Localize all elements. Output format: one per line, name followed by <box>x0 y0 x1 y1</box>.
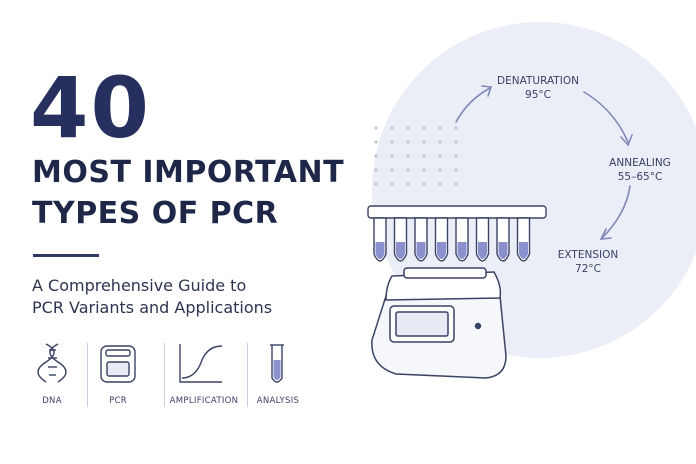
grid-dot <box>438 154 442 158</box>
icon-label-pcr: PCR <box>109 396 127 406</box>
cycle-step-denaturation: DENATURATION 95°C <box>494 74 582 102</box>
thermal-cycler-icon <box>100 345 136 383</box>
annealing-temp: 55–65°C <box>617 171 663 184</box>
grid-dot <box>422 140 426 144</box>
tube-strip-cap-bar <box>367 205 547 219</box>
headline-line-1: MOST IMPORTANT <box>32 155 345 190</box>
icon-label-analysis: ANALYSIS <box>256 396 300 406</box>
annealing-label: ANNEALING <box>609 157 671 169</box>
grid-dot <box>438 140 442 144</box>
icon-item-dna: DNA <box>22 340 82 410</box>
cycler-button <box>474 322 482 330</box>
grid-dot <box>454 126 458 130</box>
headline-line-2: TYPES OF PCR <box>32 196 279 231</box>
subtitle-line-1: A Comprehensive Guide to <box>32 276 247 295</box>
pcr-tube <box>414 217 428 262</box>
grid-dot <box>438 168 442 172</box>
grid-dot <box>422 154 426 158</box>
icon-item-pcr: PCR <box>88 340 148 410</box>
cycle-step-annealing: ANNEALING 55–65°C <box>600 156 680 184</box>
grid-dot <box>406 182 410 186</box>
grid-dot <box>438 182 442 186</box>
grid-dot <box>454 154 458 158</box>
dot-grid <box>374 126 458 186</box>
grid-dot <box>406 154 410 158</box>
pcr-tube <box>455 217 469 262</box>
pcr-tube <box>434 217 449 262</box>
cycle-arrow-to-denaturation <box>455 87 491 123</box>
icon-divider <box>164 343 165 407</box>
grid-dot <box>422 168 426 172</box>
icon-divider <box>247 343 248 407</box>
grid-dot <box>422 182 426 186</box>
grid-dot <box>374 168 378 172</box>
grid-dot <box>390 168 394 172</box>
grid-dot <box>374 182 378 186</box>
icon-label-amplification: AMPLIFICATION <box>169 396 239 406</box>
grid-dot <box>454 140 458 144</box>
cycler-lid <box>385 271 502 301</box>
pcr-tube <box>496 217 510 262</box>
pcr-tube <box>475 217 490 262</box>
extension-temp: 72°C <box>575 263 601 276</box>
grid-dot <box>438 126 442 130</box>
denaturation-temp: 95°C <box>525 89 551 102</box>
grid-dot <box>406 140 410 144</box>
cycler-screen-inner <box>395 311 449 337</box>
count-number: 40 <box>30 59 151 157</box>
grid-dot <box>390 126 394 130</box>
grid-dot <box>374 154 378 158</box>
grid-dot <box>374 126 378 130</box>
grid-dot <box>454 182 458 186</box>
icon-divider <box>87 343 88 407</box>
grid-dot <box>374 140 378 144</box>
icon-item-analysis: ANALYSIS <box>248 340 308 410</box>
thermal-cycler <box>371 267 507 379</box>
pcr-tube-strip <box>367 205 547 262</box>
grid-dot <box>406 168 410 172</box>
cycle-arrows <box>455 85 633 240</box>
pcr-tube <box>516 217 531 262</box>
denaturation-label: DENATURATION <box>497 75 579 87</box>
icon-item-amplification: AMPLIFICATION <box>166 340 242 410</box>
cycle-step-extension: EXTENSION 72°C <box>552 248 624 276</box>
cycle-arrow-to-annealing <box>583 91 629 143</box>
grid-dot <box>454 168 458 172</box>
pcr-tube <box>373 217 387 262</box>
grid-dot <box>422 126 426 130</box>
dna-helix-icon <box>37 343 67 383</box>
pcr-tube <box>393 217 408 262</box>
amplification-curve-icon <box>179 344 223 383</box>
grid-dot <box>406 126 410 130</box>
extension-label: EXTENSION <box>557 249 619 261</box>
test-tube-icon <box>270 344 284 383</box>
grid-dot <box>390 182 394 186</box>
grid-dot <box>390 140 394 144</box>
cycle-arrow-to-extension <box>601 185 631 239</box>
cycler-lid-top <box>403 267 487 279</box>
grid-dot <box>390 154 394 158</box>
subtitle-line-2: PCR Variants and Applications <box>32 298 273 317</box>
title-underline <box>33 254 99 257</box>
icon-label-dna: DNA <box>42 396 62 406</box>
